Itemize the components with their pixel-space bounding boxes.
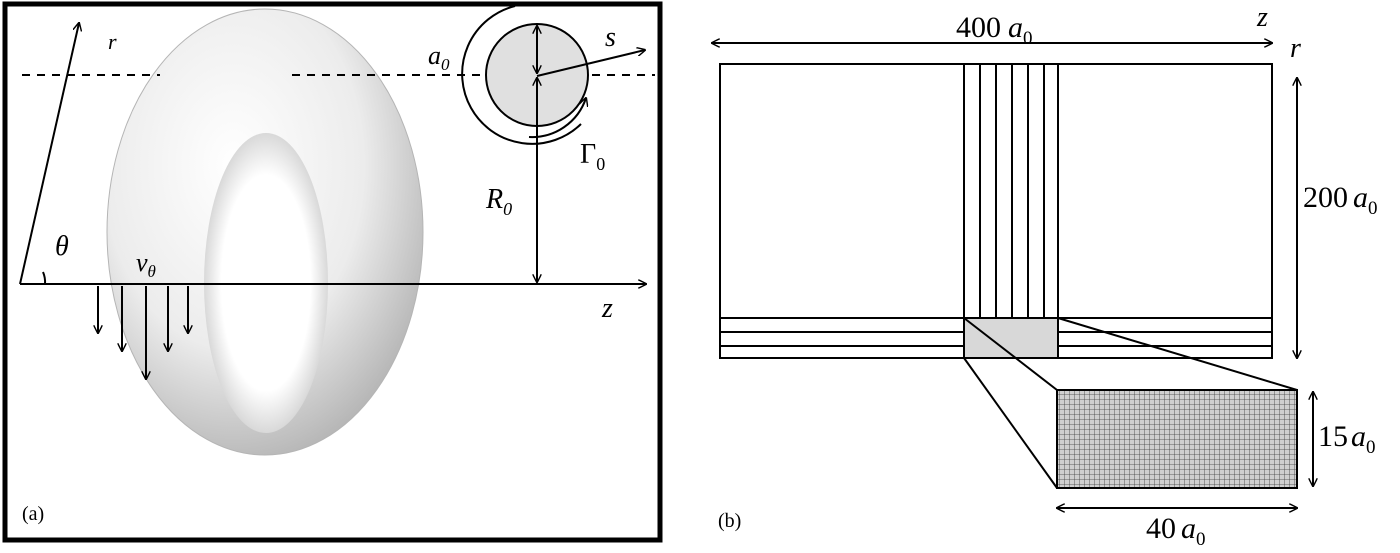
zoom-line-left [963,317,1058,391]
zoom-line-bottom [963,357,1058,489]
gamma0-label: Γ0 [580,139,605,174]
core-cross-section: s a0 Γ0 [428,5,645,174]
inset-mesh [1056,389,1298,489]
r-axis-label-b: r [1290,33,1301,64]
s-axis [536,50,645,77]
a0-label: a0 [428,41,450,74]
z-axis-label-a: z [601,293,613,324]
panel-a-frame [2,1,663,543]
R0-label: R0 [485,184,512,219]
panel-a-label: (a) [22,503,44,525]
outer-arc-left [461,5,582,145]
theta-arc [42,271,47,285]
velocity-arrows [98,286,188,379]
r-axis-label: r [108,29,117,54]
fine-block [963,317,1059,359]
s-axis-label: s [605,22,616,53]
z-axis-label-b: z [1256,2,1268,33]
theta-label: θ [55,231,69,262]
panel-b-label: (b) [718,510,741,532]
panel-a: r z θ vθ s a0 Γ0 R0 [2,1,663,543]
r-axis [19,23,79,285]
vertical-strips [963,64,1059,358]
torus [106,8,424,456]
zoom-line-right [1057,317,1298,391]
v-theta-label: vθ [136,248,156,281]
